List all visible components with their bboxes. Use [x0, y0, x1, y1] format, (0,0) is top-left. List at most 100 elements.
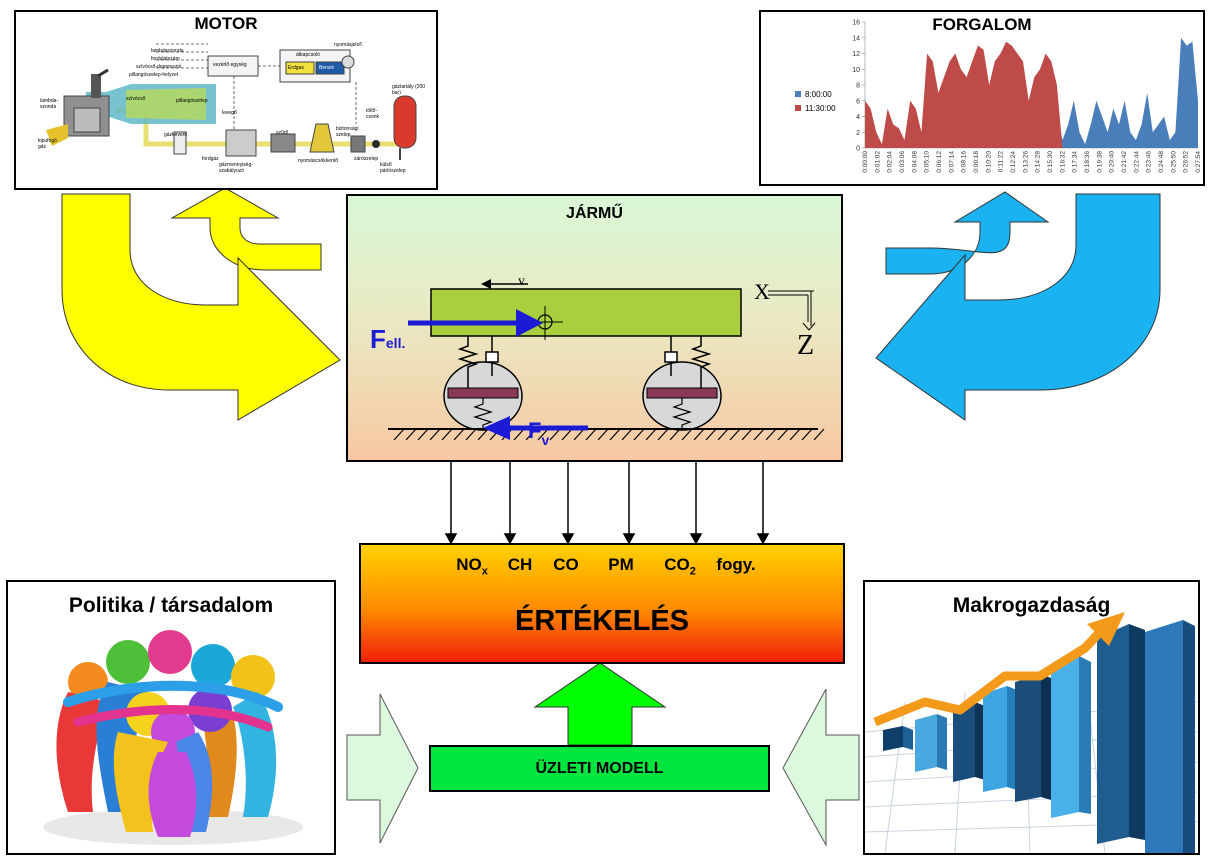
x-tick-label: 0:12:24 — [1010, 151, 1017, 173]
yellow-arrow-to-vehicle — [61, 193, 341, 421]
light-green-arrow-right — [782, 688, 860, 847]
motor-label-lambda-szonda: lambda-szonda — [40, 98, 59, 110]
ground-hatch-line — [777, 428, 789, 441]
y-tick-label: 2 — [856, 130, 860, 137]
jarmu-title: JÁRMŰ — [566, 205, 623, 222]
x-tick-label: 0:26:52 — [1183, 151, 1190, 173]
x-tick-label: 0:20:40 — [1109, 151, 1116, 173]
velocity-label: v — [518, 274, 525, 289]
series-area-blue — [865, 37, 1198, 148]
people-circle-illustration — [43, 630, 303, 845]
y-tick-label: 10 — [852, 67, 860, 74]
x-tick-label: 0:04:08 — [911, 151, 918, 173]
x-tick-label: 0:08:16 — [961, 151, 968, 173]
x-tick-label: 0:14:28 — [1035, 151, 1042, 173]
x-tick-label: 0:19:38 — [1096, 151, 1103, 173]
growth-chart-illustration — [864, 612, 1199, 854]
motor-label-erdgas: Erdgas — [288, 65, 304, 71]
y-tick-label: 14 — [852, 35, 860, 42]
output-list: NOx CH CO PM CO2 fogy. — [361, 555, 843, 577]
motor-panel: MOTOR lambdaszonda fordulatszá — [14, 10, 438, 190]
f-v-main: F — [528, 418, 542, 443]
f-ell-label: Fell. — [370, 324, 405, 355]
x-tick-label: 0:00:00 — [862, 151, 869, 173]
legend-swatch-blue — [795, 91, 801, 97]
ground-hatch-line — [465, 428, 477, 441]
ground-hatch-line — [441, 428, 453, 441]
ground-hatch-line — [681, 428, 693, 441]
legend-label-8-00: 8:00:00 — [805, 90, 832, 99]
y-tick-label: 4 — [856, 114, 860, 121]
ground-hatch-line — [597, 428, 609, 441]
motor-label-levego: levegő — [222, 110, 237, 116]
legend-swatch-red — [795, 105, 801, 111]
output-co2: CO2 — [652, 555, 708, 577]
ground-hatch-line — [645, 428, 657, 441]
yellow-arrow-to-motor — [170, 187, 322, 271]
legend-label-11-30: 11:30:00 — [805, 104, 836, 113]
motor-label-kulso-parloszelep: külső párlószelep — [380, 162, 406, 174]
uzleti-modell-panel: ÜZLETI MODELL — [429, 745, 770, 792]
motor-label-biztonsagi-szelep: biztonsági szelep — [336, 126, 359, 138]
f-ell-arrowhead — [516, 309, 543, 337]
output-co2-sub: 2 — [689, 565, 696, 578]
x-tick-label: 0:10:20 — [985, 151, 992, 173]
ground-hatch-line — [801, 428, 813, 441]
light-green-arrow-left — [346, 693, 419, 844]
politika-title: Politika / társadalom — [68, 594, 274, 617]
ground-hatch-line — [705, 428, 717, 441]
ground-hatch-line — [813, 428, 825, 441]
ground-hatch-line — [573, 428, 585, 441]
makro-title: Makrogazdaság — [952, 594, 1111, 617]
x-tick-label: 0:11:22 — [998, 151, 1005, 173]
ground-hatch-line — [513, 428, 525, 441]
x-tick-label: 0:24:48 — [1158, 151, 1165, 173]
forgalom-title: FORGALOM — [932, 15, 1032, 34]
ground-hatch-line — [657, 428, 669, 441]
f-ell-main: F — [370, 324, 386, 354]
ground-hatch-line — [429, 428, 441, 441]
output-nox-sub: x — [481, 565, 488, 578]
x-tick-label: 0:09:18 — [973, 151, 980, 173]
vehicle-model — [388, 279, 825, 441]
traffic-legend: 8:00:00 11:30:00 — [795, 88, 836, 116]
motor-label-szuro: szűrő — [276, 130, 289, 136]
output-pm: PM — [590, 555, 652, 577]
motor-label-pillangoszelep: pillangószelep — [176, 98, 208, 104]
motor-title: MOTOR — [194, 14, 258, 33]
x-tick-label: 0:15:30 — [1047, 151, 1054, 173]
motor-label-fordulatszam: fordulatszám — [151, 56, 180, 62]
output-fogy: fogy. — [708, 555, 764, 577]
motor-label-nyomascsokkento: nyomáscsökkentő — [298, 158, 339, 164]
ground-hatch-line — [765, 428, 777, 441]
y-tick-label: 8 — [856, 83, 860, 90]
x-tick-label: 0:27:54 — [1195, 151, 1202, 173]
x-tick-label: 0:13:26 — [1022, 151, 1029, 173]
ground-hatch-line — [693, 428, 705, 441]
ertekeles-title: ÉRTÉKELÉS — [514, 605, 690, 637]
motor-label-szivocso: szívócső — [126, 96, 146, 102]
uzleti-modell-title: ÜZLETI MODELL — [535, 760, 664, 777]
x-tick-label: 0:23:46 — [1146, 151, 1153, 173]
ground-hatch-line — [417, 428, 429, 441]
y-tick-label: 6 — [856, 98, 860, 105]
x-tick-label: 0:05:10 — [924, 151, 931, 173]
f-v-arrowhead — [483, 416, 510, 440]
ground-hatch-line — [537, 428, 549, 441]
ground-hatch-line — [477, 428, 489, 441]
ertekeles-panel: NOx CH CO PM CO2 fogy. ÉRTÉKELÉS — [359, 543, 845, 664]
ground-hatch-line — [561, 428, 573, 441]
f-v-sub: v — [541, 432, 550, 448]
jarmu-panel: JÁRMŰ — [346, 194, 843, 462]
ground-hatch-line — [621, 428, 633, 441]
output-co-main: CO — [553, 555, 579, 574]
motor-label-benzin: Benzin — [319, 65, 335, 71]
motor-label-zaroszelep: zárószelep — [354, 156, 379, 162]
motor-label-szivocso-depresszio: szívócső-depresszió — [136, 64, 182, 70]
ground-hatch-line — [717, 428, 729, 441]
motor-label-atkapcsolo: átkapcsoló — [296, 52, 320, 58]
